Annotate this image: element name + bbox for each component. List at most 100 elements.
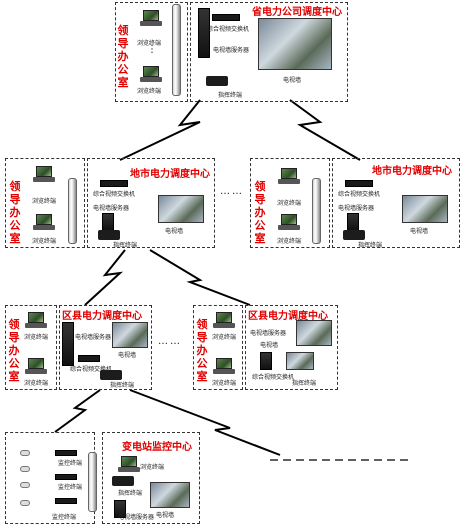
county1-console-label: 指挥终端 (110, 382, 135, 389)
county1-switch-label: 综合视频交换机 (70, 366, 113, 373)
county1-console (100, 370, 122, 380)
county2-center-box (245, 305, 338, 390)
wan-link-pref-county2 (149, 249, 251, 306)
prefecture1-network-pole (68, 178, 77, 244)
prefecture2-server-label: 电视墙服务器 (338, 205, 375, 212)
prefecture2-switch-icon (345, 180, 373, 187)
county1-center-box (59, 305, 152, 390)
prefecture2-console (343, 230, 365, 240)
county2-terminal-top (213, 312, 235, 328)
prefecture1-server-label: 电视墙服务器 (93, 205, 130, 212)
wan-link-county-sub1 (54, 389, 101, 433)
county1-office-box (5, 305, 57, 390)
prefecture1-console (98, 230, 120, 240)
wan-link-pref-county1 (84, 249, 126, 306)
substation-videowall-label: 电视墙 (156, 512, 175, 519)
prefecture-ellipsis: …… (220, 186, 244, 197)
prefecture1-terminal-bottom-label: 浏览终端 (32, 238, 57, 245)
prefecture1-videowall-label: 电视墙 (165, 228, 184, 235)
prefecture1-switch-label: 综合视频交换机 (93, 191, 136, 198)
camera-icon-1 (20, 450, 30, 456)
county-ellipsis: …… (158, 336, 182, 347)
county1-terminal-bottom (25, 358, 47, 374)
substation-terminal (118, 456, 140, 472)
provincial-videowall-label: 电视墙 (283, 77, 302, 84)
provincial-server-label: 电视墙服务器 (213, 47, 250, 54)
prefecture1-center-box (87, 158, 215, 248)
county2-office-label: 领导办公室 (196, 318, 208, 383)
prefecture2-office-box (250, 158, 330, 248)
prefecture2-terminal-bottom-label: 浏览终端 (277, 238, 302, 245)
prefecture2-console-label: 指挥终端 (358, 242, 383, 249)
county1-videowall (112, 322, 148, 348)
prefecture2-videowall (402, 195, 448, 223)
substation-videowall (150, 482, 190, 508)
county2-switch-label: 综合视频交换机 (252, 374, 295, 381)
provincial-videowall (258, 18, 332, 70)
provincial-network-pole (172, 4, 181, 96)
provincial-terminal-bottom-label: 浏览终端 (137, 88, 162, 95)
provincial-server-icon (198, 8, 210, 58)
provincial-terminal-bottom (140, 66, 162, 82)
substation-monitor-label-3: 监控终端 (52, 514, 77, 521)
county2-terminal-bottom-label: 浏览终端 (212, 380, 237, 387)
provincial-switch-label: 综合视频交换机 (207, 26, 250, 33)
provincial-terminal-top (140, 10, 162, 26)
substation-monitor-label-1: 监控终端 (58, 460, 83, 467)
county2-console-label: 指挥终端 (292, 380, 317, 387)
prefecture1-terminal-bottom (33, 214, 55, 230)
wan-link-prov-pref1 (119, 99, 201, 161)
county1-terminal-top (25, 312, 47, 328)
prefecture2-center-box (332, 158, 460, 248)
prefecture1-console-label: 指挥终端 (113, 242, 138, 249)
provincial-console-label: 指挥终端 (218, 92, 243, 99)
provincial-switch-icon (212, 14, 240, 21)
substation-monitor-device-2 (55, 474, 77, 480)
substation-network-pole (88, 452, 97, 512)
prefecture2-terminal-top (278, 168, 300, 184)
prefecture1-office-box (5, 158, 85, 248)
county1-office-label: 领导办公室 (8, 318, 20, 383)
substation-monitor-box (5, 432, 95, 524)
county2-videowall-label: 电视墙 (260, 342, 279, 349)
camera-icon-4 (20, 500, 30, 506)
prefecture2-switch-label: 综合视频交换机 (338, 191, 381, 198)
substation-console-label: 指挥终端 (118, 490, 143, 497)
county1-terminal-bottom-label: 浏览终端 (24, 380, 49, 387)
provincial-console (206, 76, 228, 86)
prefecture1-office-label: 领导办公室 (9, 180, 21, 245)
substation-server-icon (114, 500, 126, 518)
county2-office-box (193, 305, 243, 390)
prefecture2-terminal-top-label: 浏览终端 (277, 200, 302, 207)
prefecture1-videowall (158, 195, 204, 223)
county1-switch-icon (78, 355, 100, 362)
county2-server-label: 电视墙服务器 (250, 330, 287, 337)
provincial-title: 省电力公司调度中心 (252, 7, 342, 18)
county1-terminal-top-label: 浏览终端 (24, 334, 49, 341)
prefecture1-switch-icon (100, 180, 128, 187)
prefecture2-title: 地市电力调度中心 (372, 166, 452, 177)
county1-server-icon (62, 322, 74, 366)
prefecture1-title: 地市电力调度中心 (130, 169, 210, 180)
county2-videowall-small (286, 352, 314, 370)
prefecture2-terminal-bottom (278, 214, 300, 230)
prefecture1-terminal-top (33, 166, 55, 182)
provincial-dots: ⋮ (147, 44, 159, 55)
wan-link-prov-pref2 (289, 99, 361, 161)
county2-title: 区县电力调度中心 (248, 311, 328, 322)
provincial-office-box (115, 2, 188, 102)
county2-terminal-top-label: 浏览终端 (212, 334, 237, 341)
substation-monitor-device-1 (55, 450, 77, 456)
county2-videowall (296, 320, 332, 346)
provincial-terminal-top-label: 浏览终端 (137, 40, 162, 47)
camera-icon-2 (20, 466, 30, 472)
substation-monitor-label-2: 监控终端 (58, 484, 83, 491)
county1-videowall-label: 电视墙 (118, 352, 137, 359)
prefecture2-videowall-label: 电视墙 (410, 228, 429, 235)
substation-server-label: 电视墙服务器 (118, 514, 155, 521)
county1-server-label: 电视墙服务器 (75, 334, 112, 341)
prefecture2-network-pole (312, 178, 321, 244)
prefecture2-server-icon (347, 213, 359, 231)
prefecture1-server-icon (102, 213, 114, 231)
